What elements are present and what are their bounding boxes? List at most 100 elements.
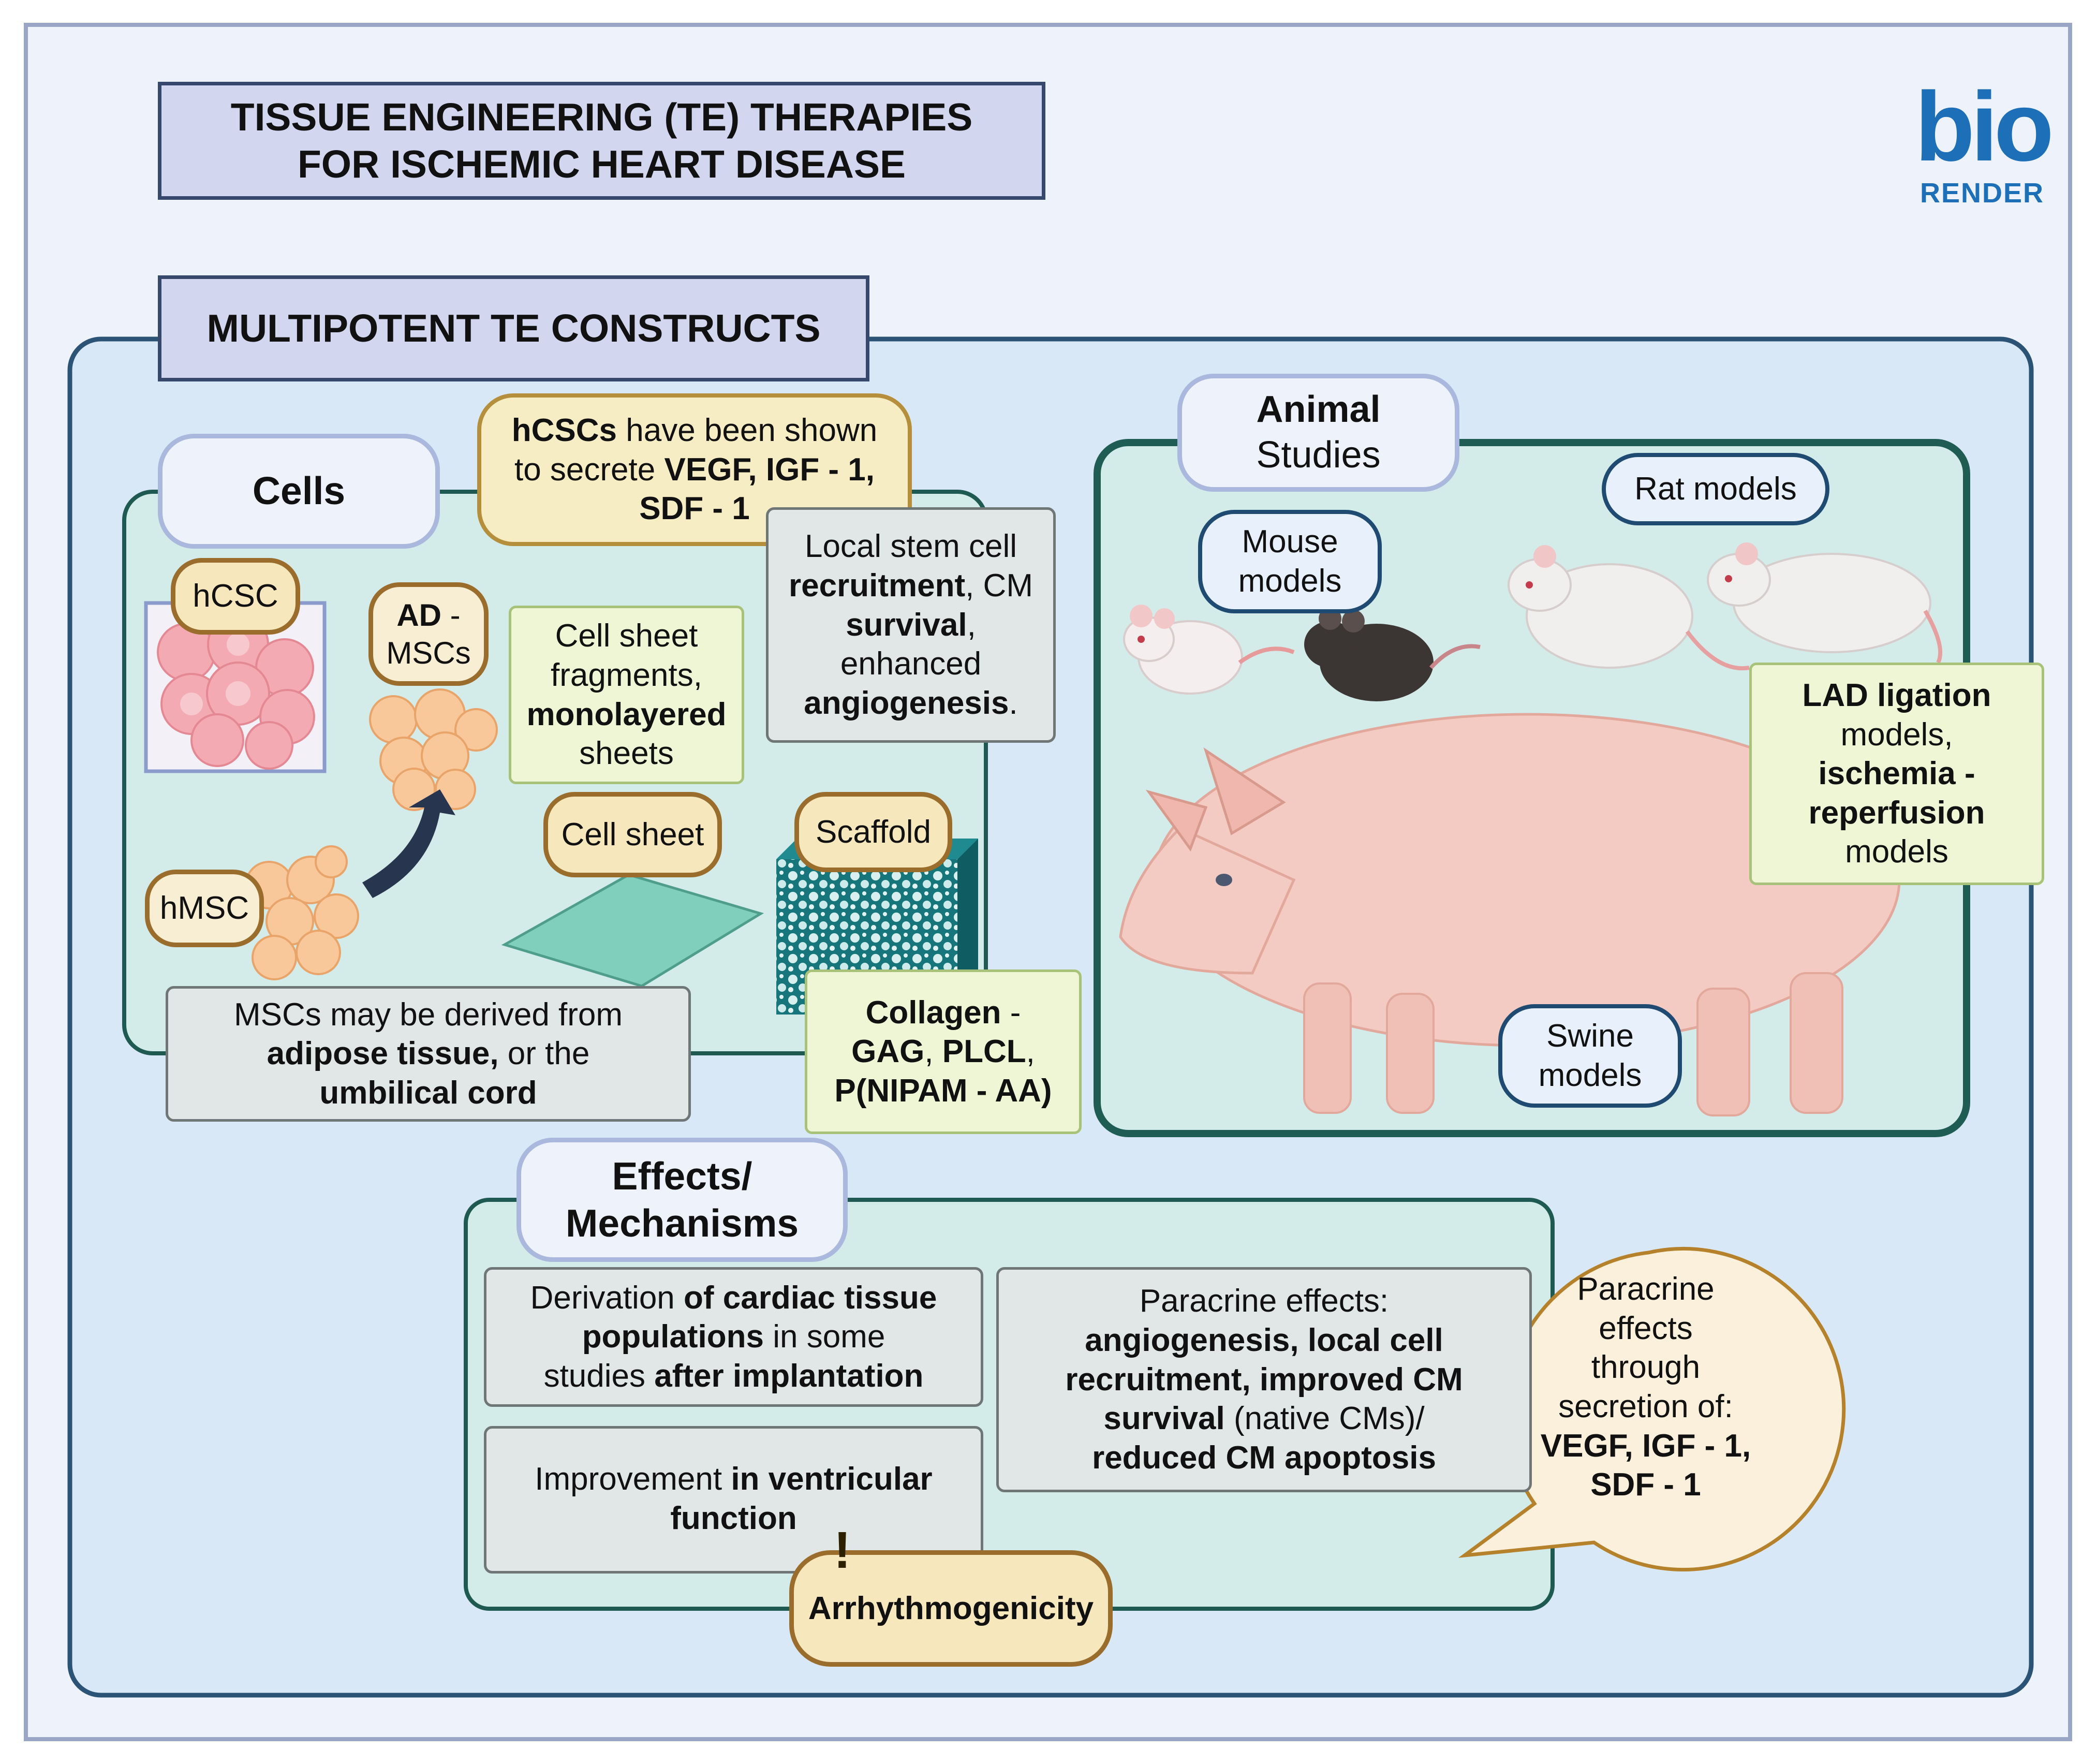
rat-left-graphic [1508,545,1750,671]
note-text: , [967,607,976,643]
white-mouse-graphic [1123,605,1295,695]
header-line-1: Effects/ [612,1154,752,1198]
note-bold: reduced CM apoptosis [1092,1439,1436,1476]
cell-sheet-graphic [501,873,764,988]
rat-right-graphic [1707,542,1943,664]
section-title-text: MULTIPOTENT TE CONSTRUCTS [206,306,821,350]
cell-sheet-note: Cell sheet fragments, monolayered sheets [509,606,744,784]
lad-ligation-note: LAD ligation models, ischemia - reperfus… [1749,663,2044,885]
note-bold: populations [582,1319,764,1355]
note-text: have been shown [617,413,878,449]
differentiation-arrow [362,789,455,898]
bubble-text: Paracrine [1577,1271,1715,1307]
note-bold: adipose tissue, [267,1036,499,1072]
warning-glyph: ! [833,1521,851,1579]
mouse-models-label: Mouse models [1198,510,1382,613]
note-text: Cell sheet [555,618,698,654]
note-bold: hCSCs [511,413,617,449]
note-bold: of cardiac tissue [684,1280,937,1316]
ad-msc-cell-cluster [369,688,498,811]
hmsc-cell-cluster [245,845,359,980]
note-bold: recruitment [789,568,966,604]
note-text: enhanced [840,646,982,682]
note-text: (native CMs)/ [1224,1401,1425,1437]
paracrine-bubble-text: Paracrine effects through secretion of: … [1503,1258,1788,1517]
derivation-note: Derivation of cardiac tissue populations… [484,1267,983,1407]
bubble-text: through [1591,1349,1701,1386]
note-text: models [1845,834,1948,870]
note-text: MSCs [386,636,471,670]
bubble-text: secretion of: [1558,1389,1733,1424]
header-line-1: Animal [1256,389,1381,431]
note-text: Improvement [535,1461,731,1497]
logo-subtitle: RENDER [1919,178,2045,209]
note-text: , CM [965,568,1033,604]
note-text: , [924,1034,942,1070]
logo-word: bio [1915,72,2054,182]
arrhythmogenicity-label: Arrhythmogenicity [789,1550,1113,1667]
note-bold: function [670,1500,797,1536]
note-text: models, [1840,716,1953,753]
arrhythmogenicity-text: Arrhythmogenicity [808,1590,1094,1626]
note-bold: survival [846,607,967,643]
msc-source-note: MSCs may be derived from adipose tissue,… [166,986,691,1122]
rat-models-label: Rat models [1602,453,1829,525]
title-line-1: TISSUE ENGINEERING (TE) THERAPIES [230,95,973,139]
bubble-bold: VEGF, IGF - 1, [1540,1428,1751,1464]
paracrine-effects-note: Paracrine effects: angiogenesis, local c… [996,1267,1532,1492]
note-text: . [1009,685,1018,721]
swine-line-2: models [1538,1057,1642,1093]
stem-cell-note: Local stem cell recruitment, CM survival… [766,507,1056,743]
main-title: TISSUE ENGINEERING (TE) THERAPIES FOR IS… [158,82,1045,200]
animal-studies-header: Animal Studies [1177,374,1459,492]
mouse-line-1: Mouse [1242,524,1338,560]
black-mouse-graphic [1304,607,1481,701]
note-text: - [1001,994,1021,1031]
note-text: studies [543,1358,655,1394]
note-text: MSCs may be derived from [233,996,623,1033]
note-bold: ischemia - [1818,756,1975,792]
note-bold: LAD ligation [1802,677,1991,713]
hcsc-secretion-note: hCSCs have been shown to secrete VEGF, I… [477,393,912,546]
note-bold: Collagen [865,994,1001,1031]
note-bold: survival [1103,1401,1225,1437]
ventricular-function-note: Improvement in ventricular function [484,1426,983,1574]
biorender-logo: bio RENDER [1915,72,2054,209]
rat-models-text: Rat models [1634,471,1797,507]
cells-header-text: Cells [252,469,346,513]
note-bold: PLCL [942,1034,1026,1070]
note-bold: recruitment, improved CM [1065,1361,1463,1398]
note-bold: P(NIPAM - AA) [834,1072,1052,1109]
hmsc-label: hMSC [145,870,264,947]
note-bold: GAG [851,1034,925,1070]
header-line-2: Mechanisms [565,1201,799,1245]
note-bold: reperfusion [1808,795,1985,831]
ad-msc-label: AD - MSCs [368,582,489,686]
section-title: MULTIPOTENT TE CONSTRUCTS [158,275,869,381]
scaffold-label-text: Scaffold [816,814,931,850]
note-text: Derivation [530,1280,684,1316]
note-bold: umbilical cord [319,1075,537,1111]
note-text: sheets [579,736,674,772]
swine-models-label: Swine models [1498,1004,1682,1108]
cells-header: Cells [158,434,440,549]
note-text: , [1026,1034,1035,1070]
scaffold-label: Scaffold [794,792,952,872]
note-text: in some [763,1319,885,1355]
bubble-bold: SDF - 1 [1590,1467,1701,1503]
cell-sheet-label: Cell sheet [543,792,722,877]
header-line-2: Studies [1256,434,1381,476]
note-bold: VEGF, IGF - 1, [664,451,875,488]
effects-header: Effects/ Mechanisms [516,1138,848,1262]
note-bold: in ventricular [731,1461,933,1497]
hcsc-label: hCSC [171,558,300,635]
hcsc-label-text: hCSC [193,578,278,614]
hmsc-label-text: hMSC [159,890,249,927]
warning-icon: ! [802,1511,882,1589]
note-text: or the [498,1036,590,1072]
bubble-text: effects [1599,1310,1693,1346]
mouse-line-2: models [1238,563,1342,599]
note-text: Local stem cell [804,528,1017,565]
note-text: - [441,597,461,633]
note-bold: after implantation [654,1358,924,1394]
